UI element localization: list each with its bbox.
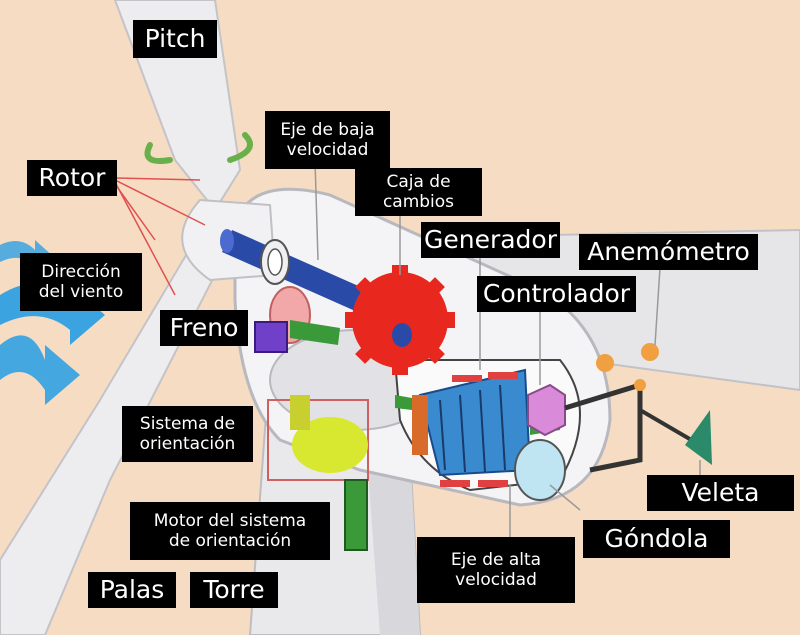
label-high-speed-shaft-line2: velocidad: [455, 570, 537, 590]
leader-lines: [114, 177, 206, 296]
label-gearbox-line2: cambios: [382, 192, 455, 212]
label-yaw-motor-line2: de orientación: [168, 531, 292, 551]
label-wind-direction-line2: del viento: [38, 282, 124, 302]
label-tower-text: Torre: [203, 575, 265, 605]
label-blades-text: Palas: [99, 575, 165, 605]
label-low-speed-shaft: Eje de baja velocidad: [265, 111, 390, 169]
label-controller-text: Controlador: [482, 279, 631, 309]
label-gearbox: Caja de cambios: [355, 168, 482, 216]
label-pitch: Pitch: [133, 20, 217, 58]
label-brake-text: Freno: [169, 313, 239, 343]
label-generator-text: Generador: [423, 225, 558, 255]
low-speed-shaft: [220, 229, 372, 314]
label-nacelle-text: Góndola: [604, 524, 709, 554]
label-high-speed-shaft-line1: Eje de alta: [450, 549, 542, 570]
brake: [254, 286, 340, 353]
pitch-arrows: [144, 132, 253, 164]
label-yaw-system-line2: orientación: [139, 434, 236, 454]
label-blades: Palas: [88, 572, 176, 608]
label-rotor: Rotor: [27, 160, 117, 196]
label-nacelle: Góndola: [583, 520, 730, 558]
label-yaw-motor: Motor del sistema de orientación: [130, 502, 330, 560]
label-brake: Freno: [160, 310, 248, 346]
label-wind-direction: Dirección del viento: [20, 253, 142, 311]
anemometer: [564, 343, 659, 473]
label-low-speed-shaft-line2: velocidad: [286, 140, 369, 160]
label-low-speed-shaft-line1: Eje de baja: [280, 119, 375, 140]
pointer-lines: [314, 159, 701, 540]
label-anemometer-text: Anemómetro: [587, 237, 750, 267]
label-tower: Torre: [190, 572, 278, 608]
label-anemometer: Anemómetro: [579, 234, 758, 270]
label-generator: Generador: [421, 222, 560, 258]
label-vane: Veleta: [647, 475, 794, 511]
label-wind-direction-line1: Dirección: [41, 261, 121, 282]
label-rotor-text: Rotor: [38, 163, 106, 193]
wind-vane: [638, 408, 712, 465]
label-gearbox-line1: Caja de: [386, 171, 451, 192]
bearing-ring: [260, 239, 290, 285]
gearbox-gear: [345, 265, 455, 375]
label-yaw-system: Sistema de orientación: [122, 406, 253, 462]
label-controller: Controlador: [477, 276, 636, 312]
controller-box: [527, 383, 566, 437]
label-high-speed-shaft: Eje de alta velocidad: [417, 537, 575, 603]
yaw-system: [267, 395, 369, 551]
label-pitch-text: Pitch: [144, 24, 206, 54]
label-yaw-system-line1: Sistema de: [139, 413, 236, 434]
label-vane-text: Veleta: [681, 478, 760, 508]
nacelle-rear: [514, 439, 566, 501]
label-yaw-motor-line1: Motor del sistema: [153, 510, 307, 531]
